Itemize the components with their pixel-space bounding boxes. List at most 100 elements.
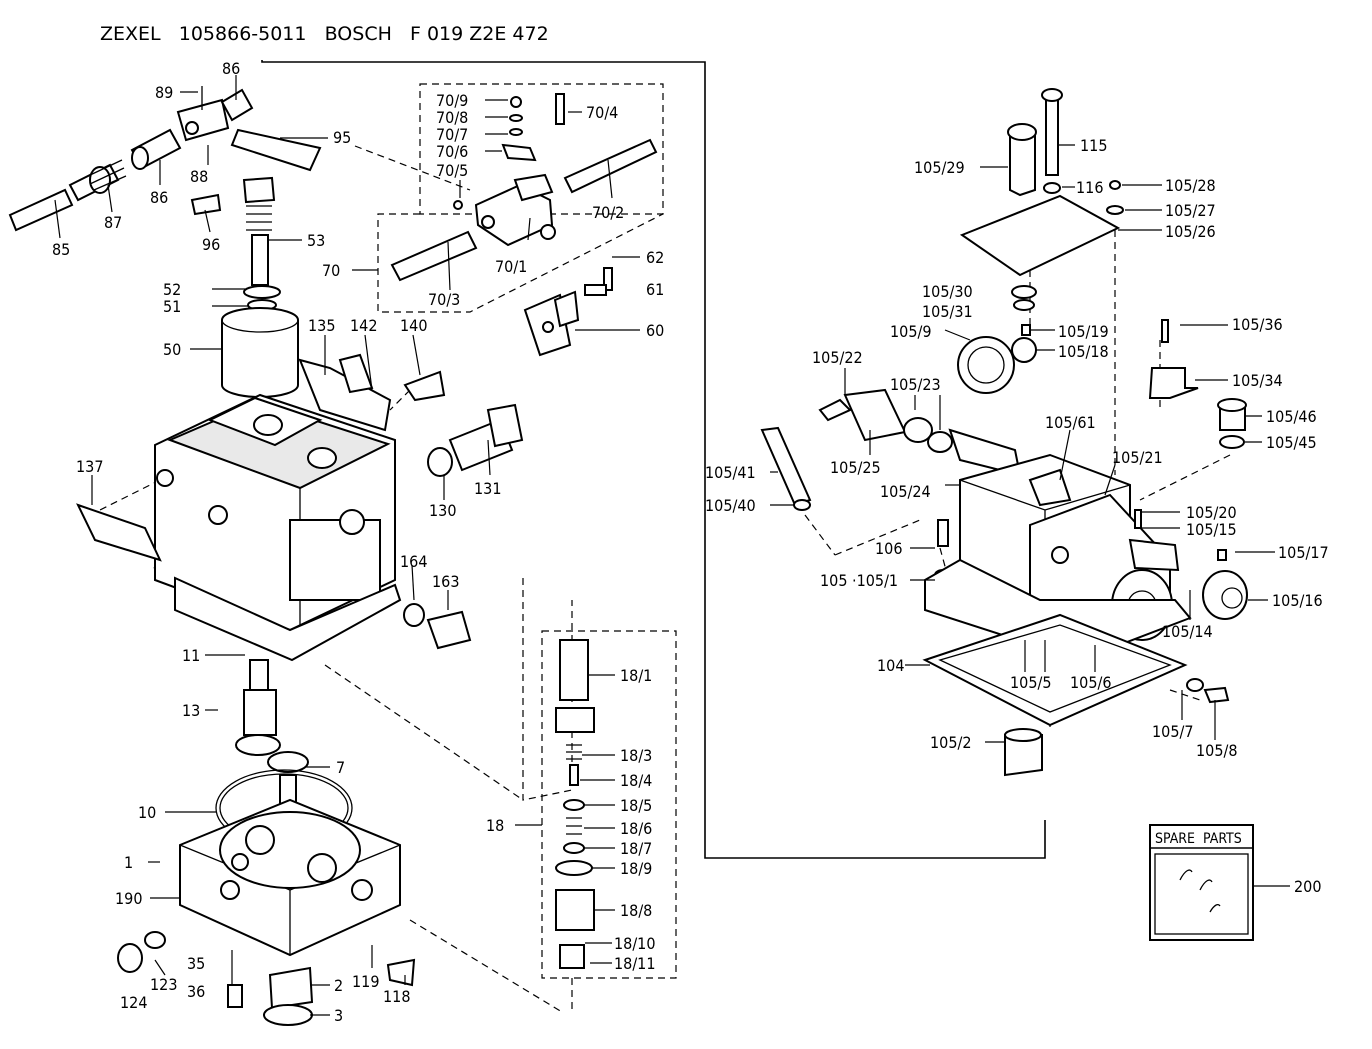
label-18-4: 18/4 [620, 771, 652, 790]
label-105-15: 105/15 [1186, 520, 1237, 539]
label-70-5: 70/5 [436, 161, 468, 180]
label-105-20: 105/20 [1186, 503, 1237, 522]
label-105-30: 105/30 [922, 282, 973, 301]
label-119: 119 [352, 972, 379, 991]
label-105-9: 105/9 [890, 322, 931, 341]
label-105-105-1: 105 ·105/1 [820, 571, 898, 590]
label-10: 10 [138, 803, 156, 822]
label-35: 35 [187, 954, 205, 973]
label-200: 200 [1294, 877, 1321, 896]
label-13: 13 [182, 701, 200, 720]
label-70-9: 70/9 [436, 91, 468, 110]
label-70: 70 [322, 261, 340, 280]
pump-housing [76, 353, 524, 662]
label-11: 11 [182, 646, 200, 665]
label-124: 124 [120, 993, 147, 1012]
label-95: 95 [333, 128, 351, 147]
label-87: 87 [104, 213, 122, 232]
label-104: 104 [877, 656, 904, 675]
label-105-17: 105/17 [1278, 543, 1329, 562]
label-18-10: 18/10 [614, 934, 655, 953]
governor-105-assembly [760, 88, 1248, 777]
label-86a: 86 [222, 59, 240, 78]
part-labels: 89 86 95 88 86 87 85 96 53 52 51 50 70/9… [52, 59, 1329, 1025]
label-115: 115 [1080, 136, 1107, 155]
label-50: 50 [163, 340, 181, 359]
label-18-3: 18/3 [620, 746, 652, 765]
label-105-25: 105/25 [830, 458, 881, 477]
label-3: 3 [334, 1006, 343, 1025]
label-164: 164 [400, 552, 427, 571]
label-70-2: 70/2 [592, 203, 624, 222]
label-140: 140 [400, 316, 427, 335]
label-51: 51 [163, 297, 181, 316]
label-18-9: 18/9 [620, 859, 652, 878]
label-130: 130 [429, 501, 456, 520]
label-105-19: 105/19 [1058, 322, 1109, 341]
label-36: 36 [187, 982, 205, 1001]
label-106: 106 [875, 539, 902, 558]
label-52: 52 [163, 280, 181, 299]
label-105-18: 105/18 [1058, 342, 1109, 361]
label-7: 7 [336, 758, 345, 777]
label-105-45: 105/45 [1266, 433, 1317, 452]
label-18-7: 18/7 [620, 839, 652, 858]
label-105-61: 105/61 [1045, 413, 1096, 432]
linkage-parts [8, 86, 322, 398]
label-18-11: 18/11 [614, 954, 655, 973]
label-105-34: 105/34 [1232, 371, 1283, 390]
label-70-1: 70/1 [495, 257, 527, 276]
label-1: 1 [124, 853, 133, 872]
label-137: 137 [76, 457, 103, 476]
label-2: 2 [334, 976, 343, 995]
label-105-23: 105/23 [890, 375, 941, 394]
label-105-14: 105/14 [1162, 622, 1213, 641]
label-70-3: 70/3 [428, 290, 460, 309]
label-85: 85 [52, 240, 70, 259]
label-105-36: 105/36 [1232, 315, 1283, 334]
label-18: 18 [486, 816, 504, 835]
label-105-8: 105/8 [1196, 741, 1237, 760]
label-105-29: 105/29 [914, 158, 965, 177]
diagram-header: ZEXEL 105866-5011 BOSCH F 019 Z2E 472 [100, 23, 549, 45]
label-131: 131 [474, 479, 501, 498]
label-88: 88 [190, 167, 208, 186]
label-70-4: 70/4 [586, 103, 618, 122]
label-18-8: 18/8 [620, 901, 652, 920]
label-70-6: 70/6 [436, 142, 468, 161]
label-105-6: 105/6 [1070, 673, 1111, 692]
label-190: 190 [115, 889, 142, 908]
leader-lines [54, 75, 1290, 1016]
label-105-41: 105/41 [705, 463, 756, 482]
label-105-24: 105/24 [880, 482, 931, 501]
valve-18-assembly [555, 639, 595, 969]
label-163: 163 [432, 572, 459, 591]
bracket-70-assembly [390, 93, 658, 357]
label-60: 60 [646, 321, 664, 340]
label-142: 142 [350, 316, 377, 335]
label-89: 89 [155, 83, 173, 102]
label-53: 53 [307, 231, 325, 250]
label-105-26: 105/26 [1165, 222, 1216, 241]
label-105-21: 105/21 [1112, 448, 1163, 467]
label-105-46: 105/46 [1266, 407, 1317, 426]
label-86b: 86 [150, 188, 168, 207]
label-105-16: 105/16 [1272, 591, 1323, 610]
label-135: 135 [308, 316, 335, 335]
label-70-7: 70/7 [436, 125, 468, 144]
label-18-5: 18/5 [620, 796, 652, 815]
label-105-27: 105/27 [1165, 201, 1216, 220]
drive-and-base-parts [117, 659, 416, 1026]
label-96: 96 [202, 235, 220, 254]
label-105-7: 105/7 [1152, 722, 1193, 741]
label-116: 116 [1076, 178, 1103, 197]
label-123: 123 [150, 975, 177, 994]
label-62: 62 [646, 248, 664, 267]
label-18-1: 18/1 [620, 666, 652, 685]
label-105-2: 105/2 [930, 733, 971, 752]
label-61: 61 [646, 280, 664, 299]
label-70-8: 70/8 [436, 108, 468, 127]
label-105-5: 105/5 [1010, 673, 1051, 692]
label-105-31: 105/31 [922, 302, 973, 321]
